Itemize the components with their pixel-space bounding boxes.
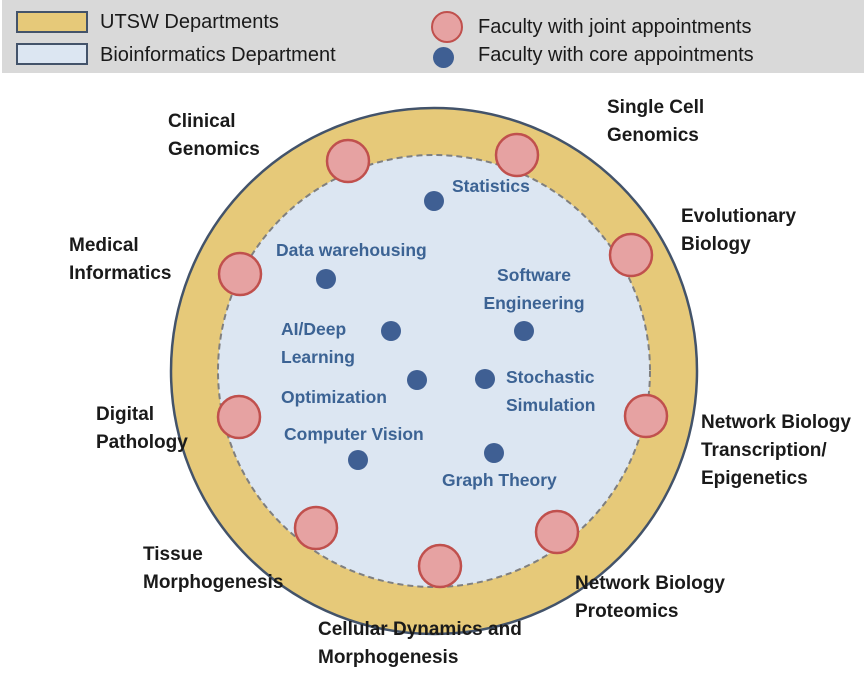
core-faculty-marker: [316, 269, 336, 289]
joint-faculty-marker: [608, 232, 654, 278]
label-network-biology-proteomics: Network Biology Proteomics: [575, 573, 725, 622]
core-faculty-marker: [514, 321, 534, 341]
label-cellular-dynamics: Cellular Dynamics and Morphogenesis: [318, 619, 522, 668]
joint-faculty-marker: [623, 393, 669, 439]
label-ai-deep-learning: AI/Deep Learning: [281, 319, 355, 367]
joint-faculty-marker: [534, 509, 580, 555]
legend-utsw-label: UTSW Departments: [100, 11, 279, 33]
label-single-cell-genomics: Single Cell Genomics: [607, 97, 705, 146]
core-faculty-marker: [381, 321, 401, 341]
core-faculty-marker-icon: [433, 47, 454, 68]
joint-faculty-marker: [417, 543, 463, 589]
legend: UTSW Departments Bioinformatics Departme…: [2, 0, 864, 73]
joint-faculty-marker: [217, 251, 263, 297]
label-clinical-genomics: Clinical Genomics: [168, 111, 260, 160]
label-tissue-morphogenesis: Tissue Morphogenesis: [143, 544, 284, 593]
label-network-biology-transcription: Network Biology Transcription/ Epigeneti…: [701, 412, 851, 489]
label-graph-theory: Graph Theory: [442, 470, 557, 490]
core-faculty-marker: [484, 443, 504, 463]
label-optimization: Optimization: [281, 387, 387, 407]
joint-faculty-marker: [293, 505, 339, 551]
core-faculty-marker: [424, 191, 444, 211]
label-stochastic-simulation: Stochastic Simulation: [506, 367, 596, 415]
bioinformatics-swatch: [16, 43, 88, 65]
label-data-warehousing: Data warehousing: [276, 240, 427, 260]
label-statistics: Statistics: [452, 176, 530, 196]
core-faculty-marker: [407, 370, 427, 390]
core-faculty-marker: [475, 369, 495, 389]
label-evolutionary-biology: Evolutionary Biology: [681, 206, 797, 255]
label-medical-informatics: Medical Informatics: [69, 235, 172, 284]
joint-faculty-marker: [216, 394, 262, 440]
label-computer-vision: Computer Vision: [284, 424, 424, 444]
joint-faculty-marker: [494, 132, 540, 178]
label-digital-pathology: Digital Pathology: [96, 404, 188, 453]
joint-faculty-marker-icon: [431, 11, 463, 43]
legend-joint-label: Faculty with joint appointments: [478, 16, 752, 38]
utsw-swatch: [16, 11, 88, 33]
legend-bioinformatics-label: Bioinformatics Department: [100, 44, 336, 66]
core-faculty-marker: [348, 450, 368, 470]
bioinformatics-department-circle: [217, 154, 651, 588]
label-software-engineering: Software Engineering: [483, 265, 585, 313]
joint-faculty-marker: [325, 138, 371, 184]
legend-core-label: Faculty with core appointments: [478, 44, 754, 66]
